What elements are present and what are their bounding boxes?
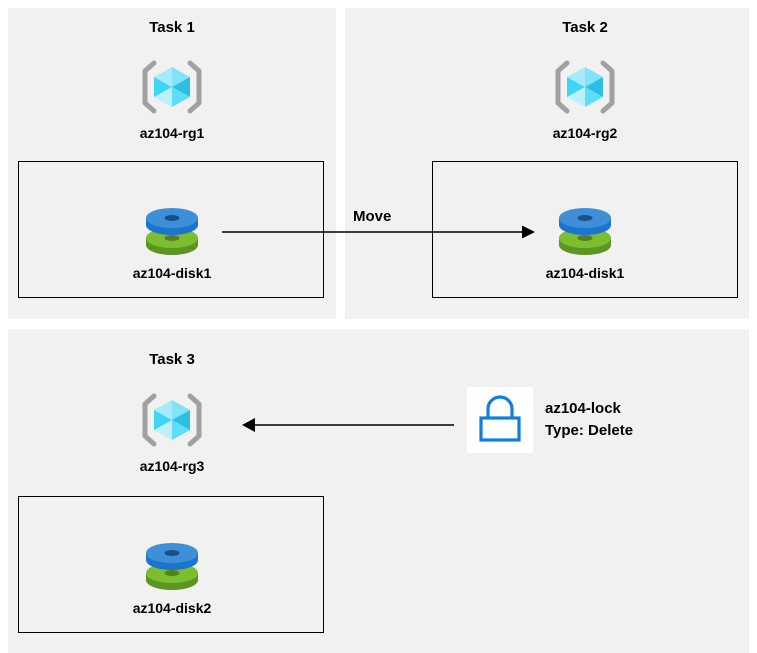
move-arrow <box>222 225 535 239</box>
resource-box-task3 <box>18 496 324 633</box>
task2-title: Task 2 <box>562 19 608 36</box>
lock-type: Type: Delete <box>545 422 634 439</box>
resource-group-cube-icon <box>140 55 204 119</box>
resource-group-label-3: az104-rg3 <box>139 458 205 474</box>
panel-task2 <box>345 8 749 319</box>
lock-icon-card <box>467 387 533 453</box>
managed-disk-icon <box>140 198 204 260</box>
disk-label-3: az104-disk2 <box>132 600 212 616</box>
disk-label-2: az104-disk1 <box>545 265 625 281</box>
managed-disk-icon <box>553 198 617 260</box>
managed-disk-icon <box>140 533 204 595</box>
resource-group-label-2: az104-rg2 <box>552 125 618 141</box>
lock-text-block: az104-lock Type: Delete <box>545 398 735 442</box>
lock-icon <box>479 395 521 442</box>
resource-box-task2 <box>432 161 738 298</box>
resource-group-label-1: az104-rg1 <box>139 125 205 141</box>
task3-title: Task 3 <box>149 351 195 368</box>
resource-group-cube-icon <box>553 55 617 119</box>
disk-label-1: az104-disk1 <box>132 265 212 281</box>
resource-group-cube-icon <box>140 388 204 452</box>
lock-apply-arrow <box>242 418 454 432</box>
resource-box-task1 <box>18 161 324 298</box>
task1-title: Task 1 <box>149 19 195 36</box>
panel-task1 <box>8 8 336 319</box>
move-arrow-label: Move <box>353 208 392 225</box>
lock-name: az104-lock <box>545 400 621 417</box>
panel-task3 <box>8 329 749 653</box>
